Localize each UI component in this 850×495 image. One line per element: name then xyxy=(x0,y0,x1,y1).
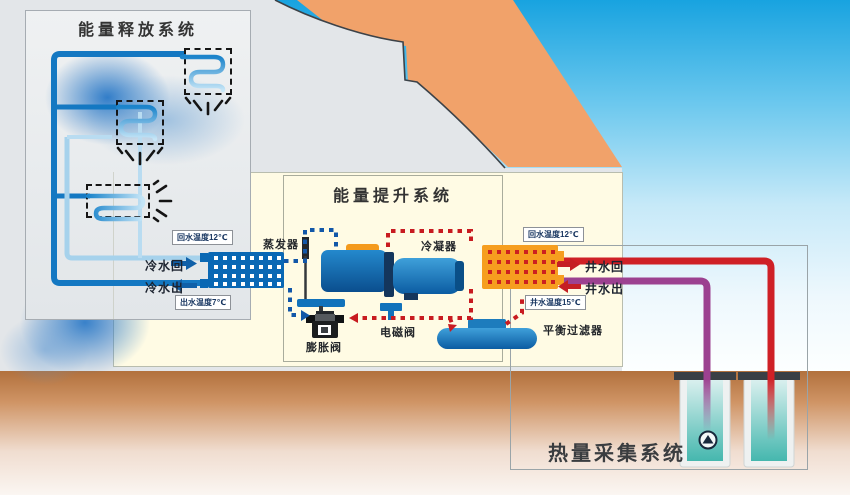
chilled-return-temp-label: 回水温度12℃ xyxy=(172,230,233,245)
chilled-supply-temp-label: 出水温度7℃ xyxy=(175,295,232,310)
building-wall-line xyxy=(274,0,506,169)
heat-collection-title: 热量采集系统 xyxy=(548,443,686,465)
well-water-out-label: 井水出 xyxy=(585,282,625,296)
well-water-in-label: 井水回 xyxy=(585,260,625,274)
expansion-valve-label: 膨胀阀 xyxy=(306,342,342,354)
balance-filter-label: 平衡过滤器 xyxy=(543,325,603,337)
energy-lift-title: 能量提升系统 xyxy=(332,188,453,205)
fan-coil-unit xyxy=(86,184,150,218)
well-supply-temp-label: 井水温度15℃ xyxy=(525,295,586,310)
fan-coil-unit xyxy=(184,48,232,95)
chilled-water-out-label: 冷水出 xyxy=(145,281,185,295)
energy-release-title: 能量释放系统 xyxy=(77,22,198,39)
well-return-temp-label: 回水温度12℃ xyxy=(523,227,584,242)
chilled-water-in-label: 冷水回 xyxy=(145,259,185,273)
condenser-label: 冷凝器 xyxy=(421,241,457,253)
solenoid-valve-label: 电磁阀 xyxy=(380,327,416,339)
cold-glow-blob xyxy=(0,315,90,385)
fan-coil-unit xyxy=(116,100,164,145)
roof xyxy=(297,0,622,167)
evaporator-label: 蒸发器 xyxy=(263,239,299,251)
